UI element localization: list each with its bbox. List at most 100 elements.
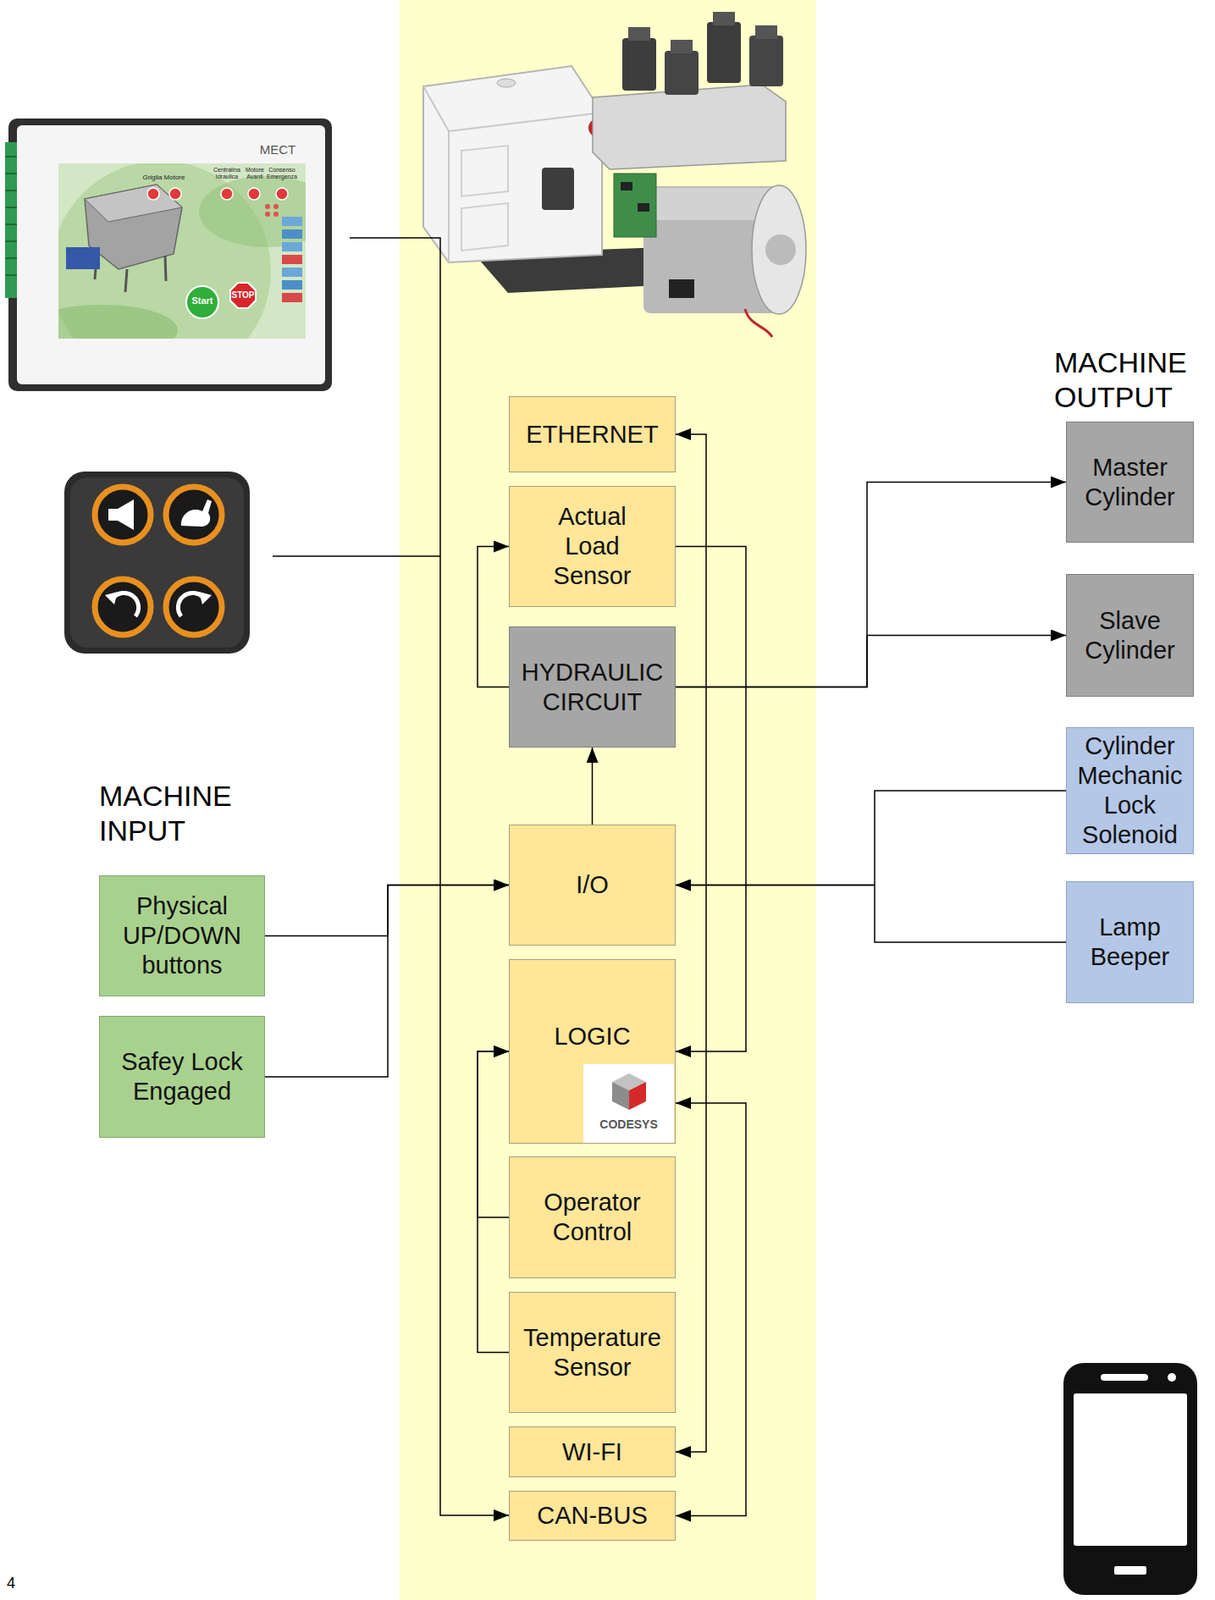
screen-text: Motore	[159, 173, 190, 183]
connector-arrow	[675, 546, 746, 1053]
drawing-shape	[147, 187, 160, 200]
output-box: Lamp Beeper	[1065, 881, 1194, 1004]
connector-arrow	[675, 635, 1066, 688]
drawing-shape	[108, 499, 134, 531]
box-label: Cylinder Mechanic Lock Solenoid	[1070, 731, 1190, 850]
drawing-shape	[423, 66, 602, 263]
box-label: Lamp Beeper	[1070, 912, 1190, 972]
drawing-shape	[165, 579, 222, 636]
control-box: Operator Control	[508, 1156, 676, 1279]
drawing-shape	[64, 471, 250, 654]
sensor-box: Temperature Sensor	[508, 1292, 676, 1414]
box-label: WI-FI	[562, 1437, 623, 1468]
logo-text: CODESYS	[583, 1117, 674, 1133]
drawing-shape	[5, 156, 17, 276]
box-label: Slave Cylinder	[1070, 606, 1190, 666]
drawing-shape	[755, 25, 778, 39]
box-label: Physical UP/DOWN buttons	[110, 891, 255, 980]
drawing-shape	[198, 176, 306, 248]
drawing-shape	[281, 254, 303, 265]
input-box: Physical UP/DOWN buttons	[99, 875, 266, 997]
drawing-shape	[745, 309, 773, 337]
drawing-shape	[66, 247, 100, 270]
drawing-shape	[628, 27, 651, 41]
drawing-shape	[1100, 1374, 1149, 1381]
keypad	[64, 471, 250, 654]
drawing-shape	[58, 163, 306, 339]
hydraulic-power-unit	[423, 11, 807, 337]
drawing-shape	[281, 242, 303, 252]
section-heading: MACHINE INPUT	[99, 778, 286, 849]
connector-arrow	[477, 1051, 509, 1354]
interface-box: ETHERNET	[508, 396, 676, 473]
drawing-shape	[664, 50, 699, 95]
drawing-shape	[751, 185, 807, 315]
brand-text: MECT	[250, 142, 305, 158]
box-label: Master Cylinder	[1070, 452, 1190, 513]
drawing-shape	[276, 187, 288, 200]
drawing-shape	[1073, 1393, 1188, 1547]
connector-arrow	[675, 790, 1066, 886]
logic-box: LOGIC	[508, 959, 676, 1144]
box-label: ETHERNET	[525, 419, 658, 450]
connector-arrow	[477, 546, 509, 688]
interface-box: CAN-BUS	[508, 1491, 676, 1541]
output-box: Cylinder Mechanic Lock Solenoid	[1065, 727, 1194, 855]
drawing-shape	[637, 203, 650, 212]
drawing-shape	[620, 182, 633, 191]
connector-arrow	[675, 434, 707, 1453]
drawing-shape	[220, 187, 233, 200]
box-label: Safey Lock Engaged	[110, 1047, 255, 1107]
drawing-shape	[541, 167, 575, 210]
input-box: Safey Lock Engaged	[99, 1016, 266, 1138]
hydraulic-box: HYDRAULIC CIRCUIT	[508, 626, 676, 748]
drawing-shape	[104, 591, 118, 605]
screen-text: Consenso Emergenza	[260, 166, 304, 182]
drawing-shape	[613, 173, 657, 238]
screen-button-text: STOP	[226, 290, 260, 301]
sensor-box: Actual Load Sensor	[508, 486, 676, 608]
drawing-shape	[265, 211, 271, 217]
box-label: HYDRAULIC CIRCUIT	[513, 657, 672, 718]
drawing-shape	[461, 145, 509, 251]
hmi-panel	[5, 118, 335, 392]
drawing-shape	[94, 486, 151, 543]
drawing-shape	[5, 142, 17, 299]
connector-arrow	[675, 1103, 746, 1516]
drawing-shape	[165, 486, 222, 543]
smartphone	[1063, 1363, 1198, 1596]
drawing-shape	[181, 499, 212, 527]
drawing-shape	[706, 22, 741, 83]
drawing-shape	[765, 234, 796, 266]
box-label: Operator Control	[537, 1187, 648, 1248]
drawing-shape	[169, 187, 182, 200]
drawing-shape	[94, 247, 166, 293]
drawing-shape	[668, 279, 695, 299]
screen-button-text: Start	[182, 295, 223, 307]
drawing-shape	[94, 579, 151, 636]
keypad-wire	[272, 555, 441, 558]
drawing-shape	[112, 592, 139, 617]
page-number: 4	[6, 1574, 33, 1594]
box-label: I/O	[575, 870, 609, 901]
drawing-shape	[273, 204, 279, 210]
drawing-shape	[281, 229, 303, 239]
io-box: I/O	[508, 824, 676, 946]
drawing-shape	[622, 38, 657, 91]
drawing-shape	[198, 591, 212, 605]
drawing-shape	[281, 267, 303, 277]
drawing-shape	[281, 292, 303, 303]
drawing-shape	[84, 184, 183, 222]
drawing-shape	[248, 187, 260, 200]
interface-box: WI-FI	[508, 1426, 676, 1478]
drawing-shape	[273, 211, 279, 217]
connector-arrow	[675, 885, 1066, 944]
drawing-shape	[497, 78, 516, 88]
connector-arrow	[591, 747, 594, 825]
drawing-shape	[749, 35, 784, 87]
drawing-shape	[177, 592, 205, 617]
output-box: Slave Cylinder	[1065, 574, 1194, 697]
drawing-shape	[1167, 1373, 1177, 1382]
connector-arrow	[675, 482, 1066, 688]
